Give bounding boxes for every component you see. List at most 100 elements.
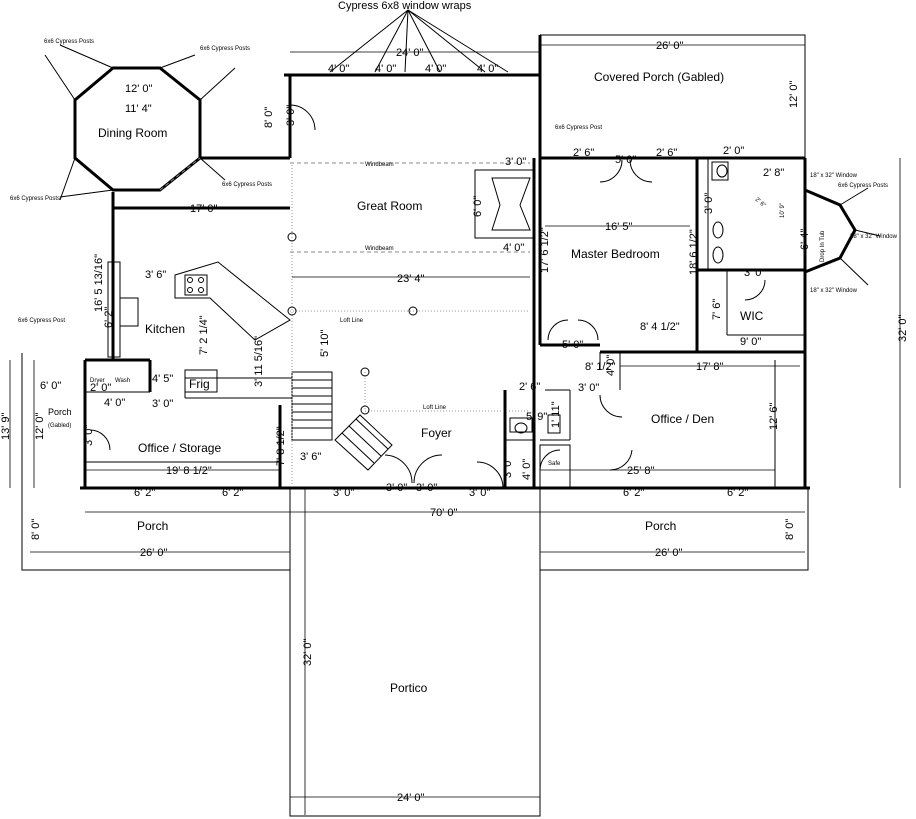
- window-note-2: 28" x 32" Window: [850, 234, 898, 240]
- dim-3-hall: 3' 0": [505, 156, 526, 168]
- dim-6-2-b: 6' 2": [222, 487, 243, 499]
- dim-3-6-kitchen: 3' 6": [145, 269, 166, 281]
- dining-room-label: Dining Room: [98, 126, 167, 140]
- dimension-labels: 24' 0" 4' 0" 4' 0" 4' 0" 4' 0" 26' 0" 12…: [0, 40, 909, 804]
- wic-label: WIC: [740, 309, 764, 323]
- dim-3-bath: 3' 0": [703, 193, 715, 214]
- annotation-labels: Windbeam Windbeam Loft Line Loft Line 6x…: [10, 39, 898, 411]
- dim-3-b: 3' 0": [386, 482, 407, 494]
- dim-4-great: 4' 0": [503, 242, 524, 254]
- dim-25-8: 25' 8": [627, 465, 655, 477]
- dim-12-6: 12' 6": [768, 402, 780, 430]
- dim-8-left: 8' 0": [263, 107, 275, 128]
- dim-4-bath2: 4' 0": [521, 459, 533, 480]
- dim-26-b: 26' 0": [655, 547, 683, 559]
- dim-7-2: 7' 2 1/4": [198, 315, 210, 355]
- dim-7-6: 7' 6": [711, 299, 723, 320]
- dim-8-1-2: 8' 1/2": [585, 361, 616, 373]
- loft-line-2: Loft Line: [423, 405, 447, 411]
- dim-4-den: 4' 0": [605, 355, 617, 376]
- dim-8-b: 8' 0": [784, 519, 796, 540]
- dim-3-11: 3' 11 5/16": [253, 336, 265, 387]
- dim-11-4: 11' 4": [125, 103, 152, 115]
- dim-4-d: 4' 0": [477, 63, 498, 75]
- dim-24-top: 24' 0": [396, 47, 424, 59]
- dim-23-4: 23' 4": [397, 273, 425, 285]
- dim-4-5: 4' 5": [152, 373, 173, 385]
- office-storage-label: Office / Storage: [138, 441, 221, 455]
- dim-26-top: 26' 0": [656, 40, 684, 52]
- foyer-label: Foyer: [421, 426, 452, 440]
- post-note-single-2: 6x6 Cypress Post: [18, 318, 65, 324]
- covered-porch-label: Covered Porch (Gabled): [594, 70, 724, 84]
- dim-4-a: 4' 0": [328, 63, 349, 75]
- porch-left-label: Porch: [137, 519, 168, 533]
- dim-3-c: 3' 0": [416, 482, 437, 494]
- dim-10-9: 10' 9": [780, 203, 786, 218]
- dim-2-6-c: 2' 6": [519, 381, 540, 393]
- dim-8-a: 8' 0": [30, 519, 42, 540]
- window-note-3: 18" x 32" Window: [810, 288, 858, 294]
- posts-note-5: 6x6 Cypress Posts: [838, 183, 888, 189]
- dining-room-octagon: [44, 44, 236, 201]
- dimension-lines: [9, 44, 901, 815]
- dim-3-bath2: 3' 0": [502, 457, 514, 478]
- dim-12-porch-small: 12' 0": [34, 412, 46, 440]
- frig-label: Frig: [189, 377, 210, 391]
- window-wrap-leaders: [329, 9, 509, 73]
- dim-2-6-a: 2' 6": [573, 147, 594, 159]
- dim-5-10: 5' 10": [319, 329, 331, 357]
- dim-6-2-kitchen: 6' 2": [103, 307, 115, 328]
- porch-outlines: [21, 34, 809, 817]
- window-note-1: 18" x 32" Window: [810, 173, 858, 179]
- dim-2-0: 2' 0": [723, 145, 744, 157]
- great-room-label: Great Room: [357, 199, 422, 213]
- drop-in-tub-label: Drop In Tub: [820, 230, 826, 262]
- dim-4-b: 4' 0": [375, 63, 396, 75]
- dim-13-9: 13' 9": [0, 412, 12, 440]
- dim-6-2-c: 6' 2": [623, 487, 644, 499]
- dim-2-8: 2' 8": [763, 167, 784, 179]
- safe-label: Safe: [548, 461, 561, 467]
- posts-note-2: 6x6 Cypress Posts: [200, 46, 250, 52]
- dim-32-right: 32' 0": [897, 314, 909, 342]
- dim-8-4: 8' 4 1/2": [640, 321, 680, 333]
- porch-small-label: Porch: [48, 407, 72, 417]
- dim-1-11: 1' 11": [550, 401, 562, 428]
- windbeam-top: Windbeam: [365, 162, 394, 168]
- window-wraps-note: Cypress 6x8 window wraps: [338, 0, 472, 12]
- dim-6-4: 6' 4": [799, 229, 811, 250]
- dim-12-porch: 12' 0": [788, 80, 800, 108]
- wash-label: Wash: [115, 378, 130, 384]
- posts-note-1: 6x6 Cypress Posts: [44, 39, 94, 45]
- dryer-label: Dryer: [90, 378, 105, 384]
- dim-5-0-a: 5' 0": [615, 154, 636, 166]
- dim-6-2-d: 6' 2": [727, 487, 748, 499]
- portico-label: Portico: [390, 681, 428, 695]
- dim-17-6: 17' 6 1/2": [539, 227, 551, 273]
- dim-4-c: 4' 0": [425, 63, 446, 75]
- dim-17-0: 17' 0": [190, 203, 218, 215]
- dim-3-wic: 3' 0": [744, 267, 765, 279]
- dim-3-d: 3' 0": [469, 487, 490, 499]
- dim-24-portico: 24' 0": [397, 792, 425, 804]
- dim-7-8: 7' 8 1/2": [275, 426, 287, 466]
- dim-4-laundry: 4' 0": [104, 397, 125, 409]
- dim-3-office-v: 3' 0": [83, 425, 95, 446]
- dim-16-5: 16' 5": [605, 221, 633, 233]
- bay-window: [804, 187, 881, 286]
- dim-2-6-diag: 2' 6": [754, 197, 767, 209]
- dim-3-den: 3' 0": [578, 382, 599, 394]
- dim-3-great: 3' 0": [285, 105, 297, 126]
- dim-3-6-stair: 3' 6": [300, 451, 321, 463]
- dim-32-portico: 32' 0": [302, 638, 314, 666]
- office-den-label: Office / Den: [651, 412, 714, 426]
- porch-right-label: Porch: [645, 519, 676, 533]
- kitchen-label: Kitchen: [145, 322, 185, 336]
- room-labels: Cypress 6x8 window wraps Dining Room Cov…: [48, 0, 826, 695]
- windbeam-bottom: Windbeam: [365, 246, 394, 252]
- dim-6-2-a: 6' 2": [134, 487, 155, 499]
- dim-3-a: 3' 0": [333, 487, 354, 499]
- loft-line-1: Loft Line: [340, 318, 364, 324]
